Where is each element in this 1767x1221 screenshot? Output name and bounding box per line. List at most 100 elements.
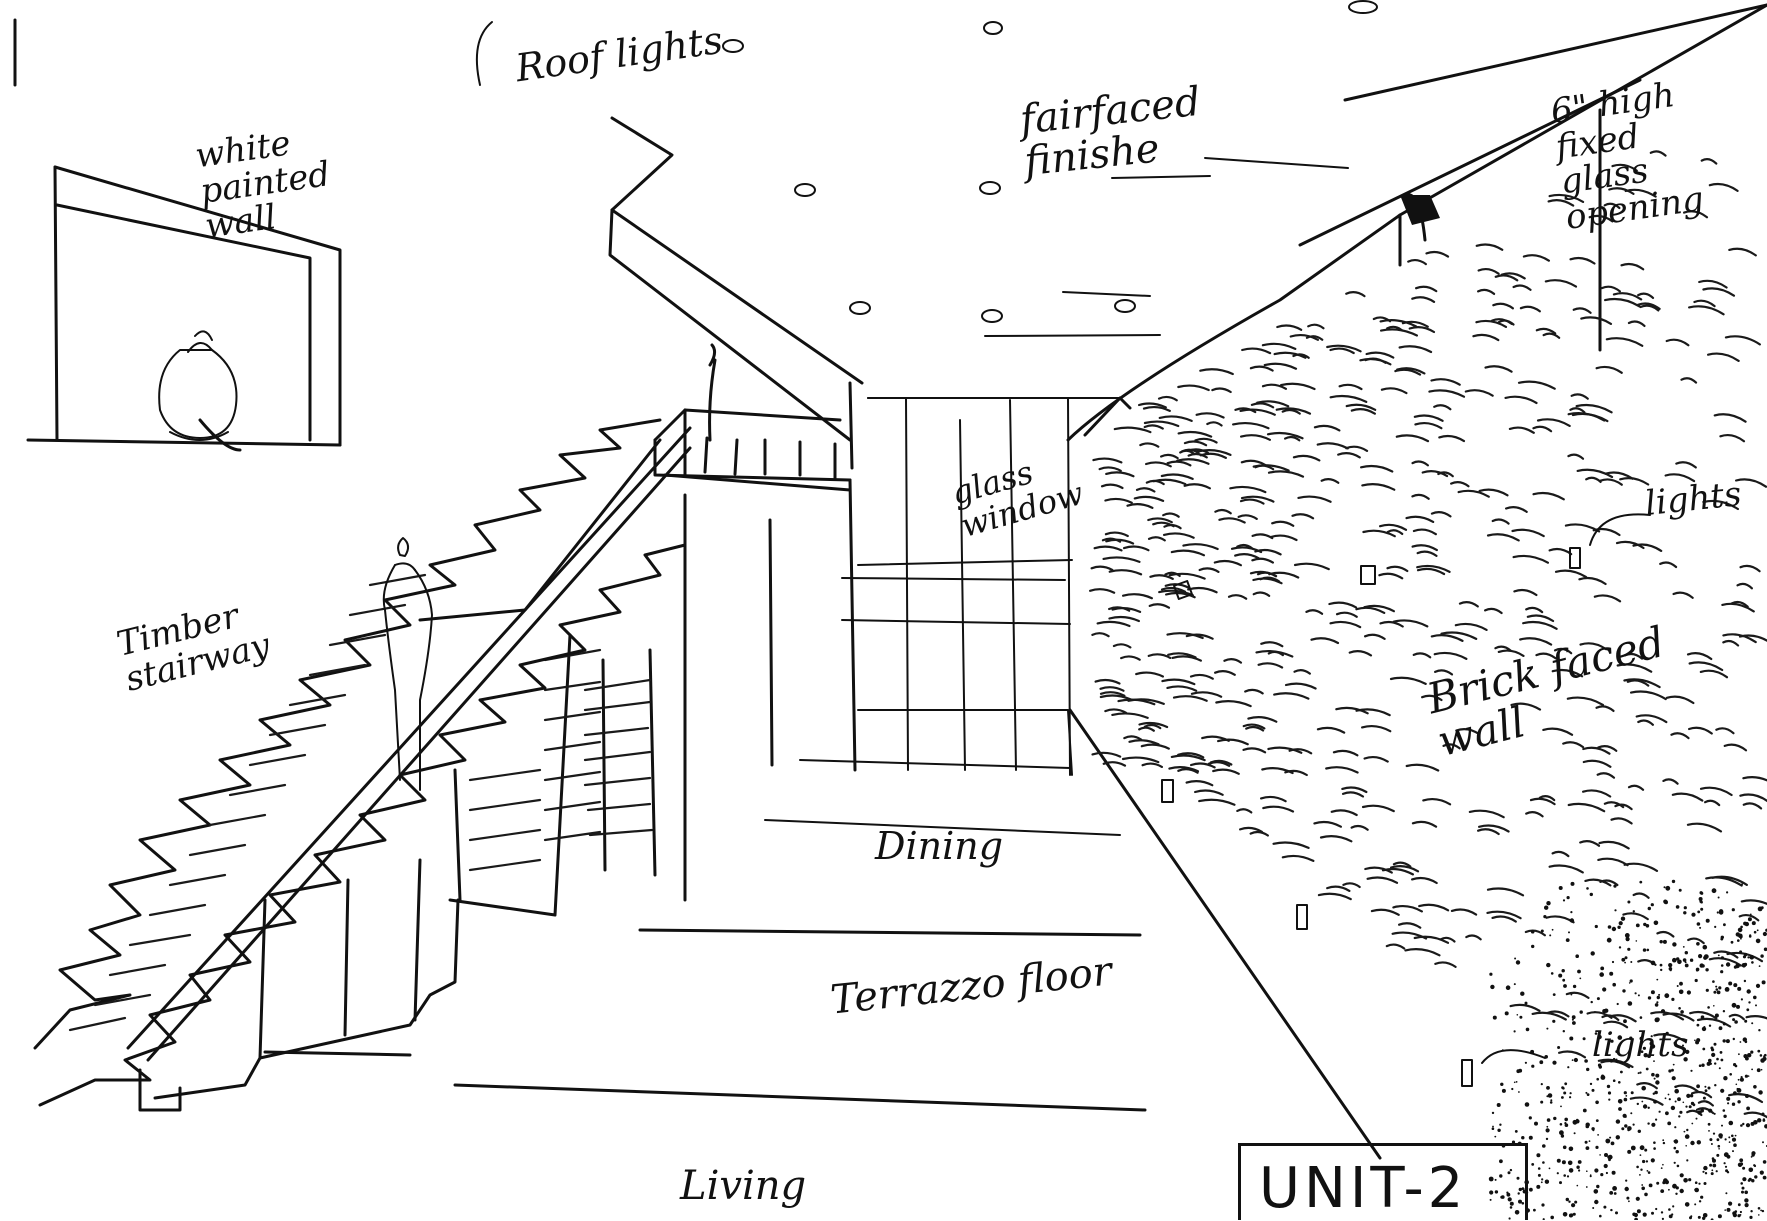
brick-stroke — [1656, 930, 1675, 938]
speckle-dot — [1711, 888, 1717, 894]
speckle-dot — [1630, 1112, 1633, 1115]
speckle-dot — [1718, 986, 1722, 990]
brick-stroke — [1140, 743, 1170, 750]
brick-stroke — [1653, 1033, 1686, 1043]
brick-stroke — [1319, 835, 1353, 843]
speckle-dot — [1760, 1068, 1763, 1071]
speckle-dot — [1655, 1118, 1658, 1121]
speckle-dot — [1600, 1173, 1604, 1177]
speckle-dot — [1518, 1187, 1523, 1192]
brick-stroke — [1680, 377, 1698, 384]
speckle-dot — [1659, 940, 1663, 944]
speckle-dot — [1563, 1091, 1567, 1095]
speckle-dot — [1628, 1200, 1630, 1203]
speckle-dot — [1744, 1190, 1748, 1195]
brick-stroke — [1364, 866, 1393, 874]
speckle-dot — [1739, 1041, 1742, 1043]
speckle-dot — [1753, 995, 1757, 1000]
speckle-dot — [1653, 1147, 1656, 1150]
brick-stroke — [1260, 795, 1287, 803]
speckle-dot — [1606, 937, 1612, 943]
speckle-dot — [1623, 1097, 1628, 1102]
speckle-dot — [1713, 1112, 1716, 1115]
speckle-dot — [1740, 1124, 1743, 1127]
speckle-dot — [1700, 891, 1704, 895]
speckle-dot — [1617, 925, 1621, 929]
speckle-dot — [1698, 1064, 1702, 1067]
speckle-dot — [1702, 1096, 1706, 1100]
brick-stroke — [1705, 876, 1743, 887]
speckle-dot — [1679, 981, 1683, 986]
speckle-dot — [1558, 973, 1563, 978]
speckle-dot — [1524, 1001, 1528, 1005]
brick-stroke — [1348, 650, 1373, 657]
speckle-dot — [1672, 942, 1677, 947]
speckle-dot — [1696, 1140, 1702, 1145]
speckle-dot — [1684, 1134, 1690, 1139]
brick-stroke — [1177, 384, 1210, 392]
brick-stroke — [1582, 789, 1612, 798]
speckle-dot — [1569, 918, 1575, 923]
speckle-dot — [1677, 1097, 1681, 1102]
speckle-dot — [1694, 1039, 1696, 1042]
brick-stroke — [1582, 759, 1612, 768]
speckle-dot — [1737, 1100, 1741, 1104]
speckle-dot — [1749, 955, 1755, 960]
speckle-dot — [1650, 960, 1656, 966]
brick-stroke — [1185, 633, 1214, 640]
speckle-dot — [1720, 956, 1724, 960]
speckle-dot — [1618, 921, 1623, 926]
speckle-dot — [1696, 1023, 1700, 1027]
speckle-dot — [1627, 1149, 1632, 1154]
speckle-dot — [1675, 905, 1680, 909]
speckle-dot — [1731, 1002, 1737, 1008]
speckle-dot — [1694, 978, 1698, 983]
brick-stroke — [1719, 434, 1746, 443]
speckle-dot — [1521, 1136, 1525, 1140]
brick-stroke — [1512, 284, 1532, 291]
speckle-dot — [1635, 1196, 1640, 1201]
speckle-dot — [1663, 886, 1666, 889]
speckle-dot — [1746, 1106, 1750, 1111]
speckle-dot — [1656, 995, 1661, 1000]
speckle-dot — [1489, 1190, 1494, 1195]
brick-stroke — [1093, 545, 1123, 552]
brick-stroke — [1421, 694, 1443, 702]
speckle-dot — [1746, 1008, 1750, 1012]
brick-stroke — [1707, 352, 1740, 362]
speckle-dot — [1644, 1192, 1648, 1197]
speckle-dot — [1736, 1088, 1742, 1093]
brick-stroke — [1411, 296, 1436, 303]
brick-stroke — [1700, 158, 1718, 165]
speckle-dot — [1684, 963, 1689, 968]
brick-stroke — [1614, 803, 1633, 811]
speckle-dot — [1728, 1136, 1731, 1139]
speckle-dot — [1634, 992, 1637, 995]
speckle-dot — [1673, 1041, 1676, 1045]
speckle-dot — [1639, 880, 1643, 884]
brick-stroke — [1604, 471, 1634, 480]
speckle-dot — [1616, 1002, 1619, 1006]
brick-stroke — [1490, 318, 1513, 325]
speckle-dot — [1658, 993, 1661, 996]
brick-stroke — [1190, 691, 1223, 698]
brick-stroke — [1637, 719, 1654, 726]
speckle-dot — [1708, 1130, 1710, 1132]
speckle-dot — [1658, 1110, 1661, 1113]
speckle-dot — [1584, 1059, 1588, 1063]
speckle-dot — [1696, 1084, 1700, 1089]
speckle-dot — [1734, 1020, 1738, 1024]
speckle-dot — [1725, 962, 1731, 967]
brick-stroke — [1728, 1013, 1745, 1021]
speckle-dot — [1599, 1154, 1601, 1156]
brick-stroke — [1232, 421, 1270, 430]
speckle-dot — [1762, 1175, 1767, 1180]
speckle-dot — [1690, 1140, 1695, 1146]
speckle-dot — [1575, 954, 1579, 958]
speckle-dot — [1491, 1127, 1495, 1130]
brick-stroke — [1623, 652, 1644, 660]
speckle-dot — [1584, 1140, 1588, 1144]
speckle-dot — [1541, 1178, 1544, 1181]
speckle-dot — [1572, 1212, 1576, 1216]
speckle-dot — [1650, 903, 1654, 907]
